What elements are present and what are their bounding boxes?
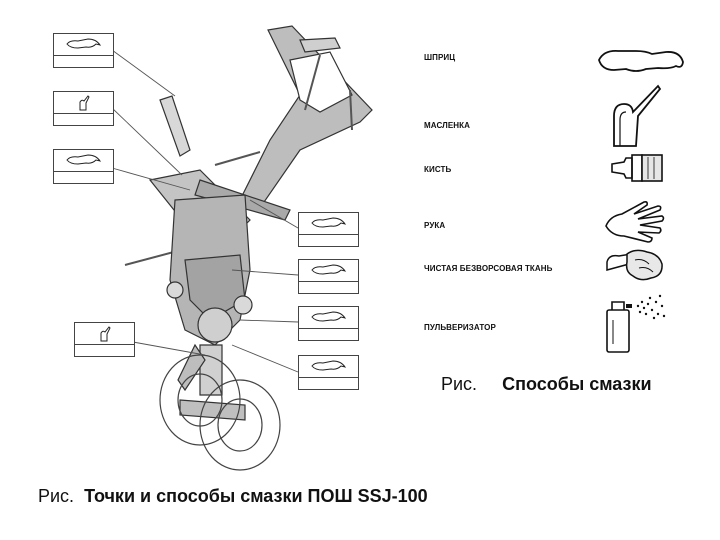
oil-can-icon xyxy=(100,326,111,342)
legend-label-cloth: ЧИСТАЯ БЕЗВОРСОВАЯ ТКАНЬ xyxy=(424,264,553,273)
wheel-right xyxy=(199,379,281,471)
wheel-left xyxy=(159,354,241,446)
callout-box-oil-can-1 xyxy=(53,91,114,126)
callout-box-syringe-5 xyxy=(298,306,359,341)
syringe-icon xyxy=(311,360,347,371)
spray-bottle-icon xyxy=(606,294,666,353)
legend-label-spray: ПУЛЬВЕРИЗАТОР xyxy=(424,323,496,332)
legend-caption-title: Способы смазки xyxy=(502,374,652,394)
actuator xyxy=(159,95,191,157)
callout-box-syringe-2 xyxy=(53,149,114,184)
legend-label-hand: РУКА xyxy=(424,221,446,230)
callout-box-oil-can-2 xyxy=(74,322,135,357)
main-caption-prefix: Рис. xyxy=(38,486,75,506)
syringe-icon xyxy=(311,264,347,275)
syringe-icon xyxy=(598,50,684,72)
axle xyxy=(179,399,246,421)
callout-box-syringe-1 xyxy=(53,33,114,68)
syringe-icon xyxy=(66,38,102,49)
callout-box-syringe-4 xyxy=(298,259,359,294)
legend-label-oil-can: МАСЛЕНКА xyxy=(424,121,471,130)
main-caption: Рис. Точки и способы смазки ПОШ SSJ-100 xyxy=(38,486,428,507)
syringe-icon xyxy=(311,311,347,322)
brush-icon xyxy=(611,154,663,182)
lint-free-cloth-icon xyxy=(606,249,663,281)
callout-box-syringe-6 xyxy=(298,355,359,390)
legend-label-brush: КИСТЬ xyxy=(424,165,452,174)
syringe-icon xyxy=(311,217,347,228)
syringe-icon xyxy=(66,154,102,165)
hand-icon xyxy=(605,201,665,243)
oil-can-icon xyxy=(613,84,662,147)
legend-label-syringe: ШПРИЦ xyxy=(424,53,456,62)
callout-box-syringe-3 xyxy=(298,212,359,247)
legend-caption-prefix: Рис. xyxy=(441,374,478,394)
oil-can-icon xyxy=(79,95,90,111)
main-caption-title: Точки и способы смазки ПОШ SSJ-100 xyxy=(84,486,428,506)
legend-caption: Рис. Способы смазки xyxy=(441,374,652,395)
